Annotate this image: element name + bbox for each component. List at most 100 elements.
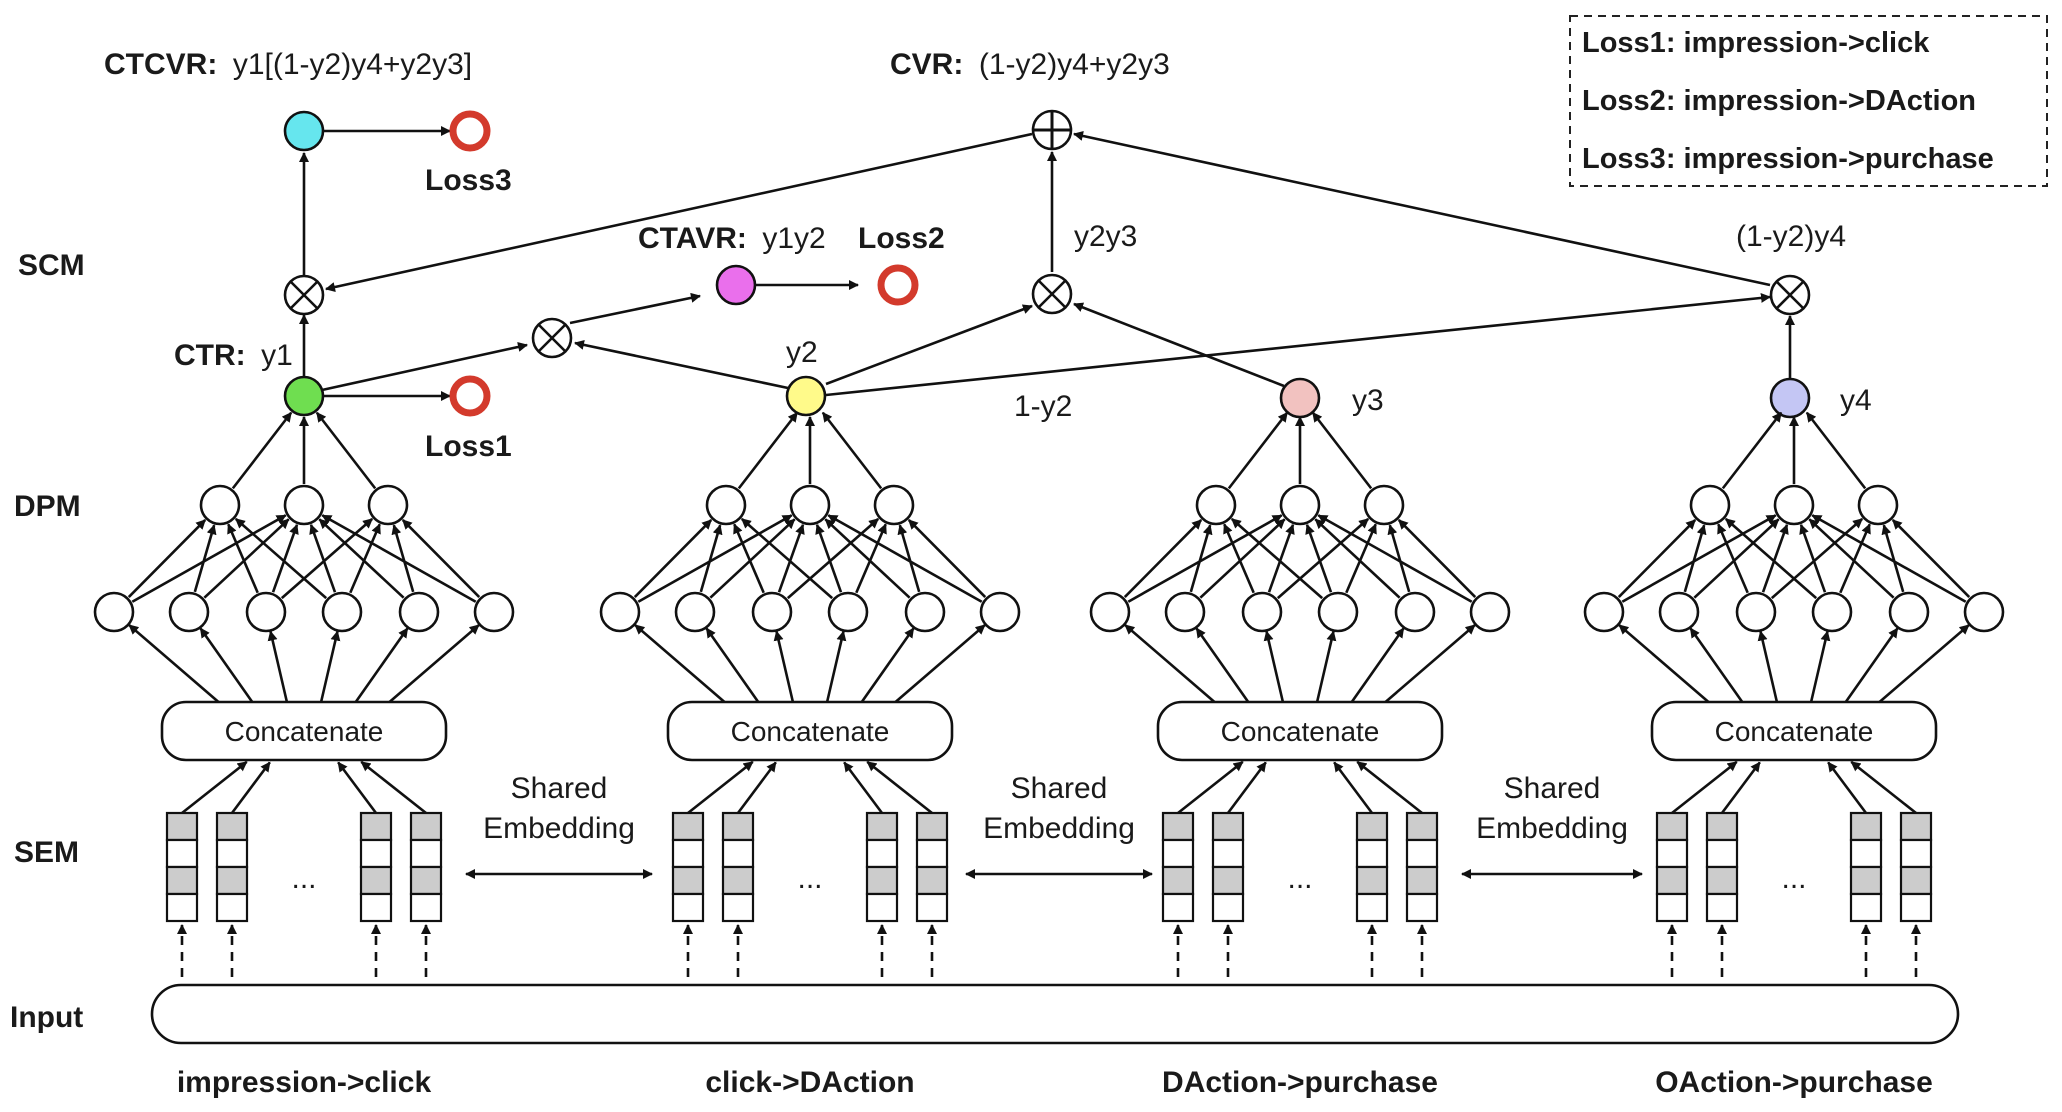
concatenate-label: Concatenate	[731, 716, 890, 747]
edge-layer2-to-layer1	[1123, 519, 1203, 598]
dpm-hidden-node	[873, 484, 915, 526]
edge-layer2-to-layer1	[1223, 523, 1255, 594]
mult-ctcvr-cross	[290, 281, 318, 309]
legend-loss3: Loss3: impression->purchase	[1582, 143, 1994, 175]
embedding-cell	[215, 838, 249, 869]
dpm-input-node	[1469, 591, 1511, 633]
edge-concat-to-hidden	[1263, 630, 1285, 703]
task-label: click->DAction	[705, 1066, 914, 1099]
concatenate-box	[1650, 700, 1938, 762]
edge-embedding-to-concat	[1720, 761, 1761, 814]
edge-embedding-to-concat	[1850, 760, 1917, 815]
tower-1: Concatenate...impression->click	[93, 411, 515, 1099]
edge-layer2-to-layer1	[1881, 524, 1905, 593]
loss1-label: Loss1	[425, 430, 512, 463]
edge-hidden-to-output	[231, 411, 293, 490]
embedding-cell	[359, 811, 393, 842]
edge-layer2-to-layer1	[1770, 517, 1864, 600]
embedding-cell	[671, 892, 705, 923]
ctcvr-formula: CTCVR: y1[(1-y2)y4+y2y3]	[104, 48, 472, 81]
dpm-input-node	[979, 591, 1021, 633]
edge-y4-product-to-cvr	[1073, 131, 1771, 287]
loss3-node	[449, 110, 491, 152]
embedding-cell	[1849, 811, 1883, 842]
one-minus-y2-y4-label: (1-y2)y4	[1736, 220, 1846, 253]
dpm-input-node	[1811, 591, 1853, 633]
y2-node	[785, 375, 827, 417]
edge-layer2-to-layer1	[1230, 517, 1324, 600]
edge-layer2-to-layer1	[309, 523, 337, 593]
shared-embedding-line2: Embedding	[983, 812, 1135, 845]
ctcvr-value: y1[(1-y2)y4+y2y3]	[233, 48, 472, 81]
embedding-cell	[1849, 838, 1883, 869]
y2-label: y2	[786, 336, 818, 369]
input-bar	[150, 983, 1960, 1045]
task-label: DAction->purchase	[1162, 1066, 1438, 1099]
edge-embedding-to-concat	[1827, 761, 1868, 814]
edge-layer2-to-layer1	[193, 524, 217, 593]
embedding-cell	[1355, 811, 1389, 842]
edge-embedding-to-concat	[1356, 760, 1423, 815]
ctavr-label: CTAVR:	[638, 222, 747, 255]
edge-concat-to-hidden	[1844, 627, 1899, 703]
edge-layer2-to-layer1	[709, 518, 796, 599]
edge-concat-to-hidden	[1618, 624, 1710, 703]
concatenate-label: Concatenate	[1221, 716, 1380, 747]
embedding-cell	[1405, 865, 1439, 896]
embedding-cell	[359, 892, 393, 923]
edge-layer2-to-layer1	[1724, 517, 1818, 600]
sum-cvr-plus	[1034, 112, 1070, 148]
shared-embedding-line2: Embedding	[1476, 812, 1628, 845]
dpm-input-node	[599, 591, 641, 633]
edge-concat-to-hidden	[319, 630, 341, 703]
one-minus-y2-label: 1-y2	[1014, 390, 1072, 423]
embedding-cell	[1655, 838, 1689, 869]
embedding-cell	[671, 811, 705, 842]
dpm-input-node	[321, 591, 363, 633]
edge-layer2-to-layer1	[1189, 524, 1213, 593]
dpm-input-node	[245, 591, 287, 633]
dpm-hidden-node	[1857, 484, 1899, 526]
embedding-cell	[215, 892, 249, 923]
edge-layer2-to-layer1	[1345, 523, 1377, 594]
scm-nodes	[283, 109, 1811, 419]
embedding-cell	[165, 838, 199, 869]
dpm-input-node	[398, 591, 440, 633]
dpm-hidden-node	[789, 484, 831, 526]
concatenate-box	[1156, 700, 1444, 762]
edge-layer2-to-layer1	[391, 524, 415, 593]
edge-concat-to-hidden	[634, 624, 726, 703]
dpm-hidden-node	[199, 484, 241, 526]
legend-border	[1569, 15, 2048, 187]
edge-layer2-to-layer1	[318, 518, 405, 599]
edge-layer2-to-layer1	[203, 518, 290, 599]
embedding-cell	[1705, 838, 1739, 869]
edge-layer2-to-layer1	[271, 523, 299, 593]
embedding-cell	[1899, 811, 1933, 842]
edge-concat-to-hidden	[773, 630, 795, 703]
edge-y2-to-mult-y2y3	[825, 304, 1033, 386]
y4-label: y4	[1840, 384, 1872, 417]
edge-layer2-to-layer1	[824, 518, 911, 599]
edge-layer2-to-layer1	[897, 524, 921, 593]
ctr-node	[283, 375, 325, 417]
embedding-cell	[915, 892, 949, 923]
dpm-input-node	[827, 591, 869, 633]
edge-layer2-to-layer1	[633, 519, 713, 598]
embedding-cell	[721, 865, 755, 896]
embedding-cell	[1655, 892, 1689, 923]
embedding-cell	[865, 838, 899, 869]
mult-y2y3-cross	[1038, 280, 1066, 308]
edge-hidden-to-output	[1721, 411, 1783, 490]
edge-layer2-to-layer1	[733, 523, 765, 594]
edge-layer2-to-layer1	[1199, 518, 1286, 599]
loss2-label: Loss2	[858, 222, 945, 255]
embedding-cell	[1161, 811, 1195, 842]
dpm-hidden-node	[1363, 484, 1405, 526]
edge-layer2-to-layer1	[1314, 518, 1401, 599]
layer-label-scm: SCM	[18, 249, 85, 282]
legend-loss1: Loss1: impression->click	[1582, 27, 1930, 59]
shared-embedding-line1: Shared	[511, 772, 608, 805]
edge-layer2-to-layer1	[1387, 524, 1411, 593]
edge-concat-to-hidden	[860, 627, 915, 703]
